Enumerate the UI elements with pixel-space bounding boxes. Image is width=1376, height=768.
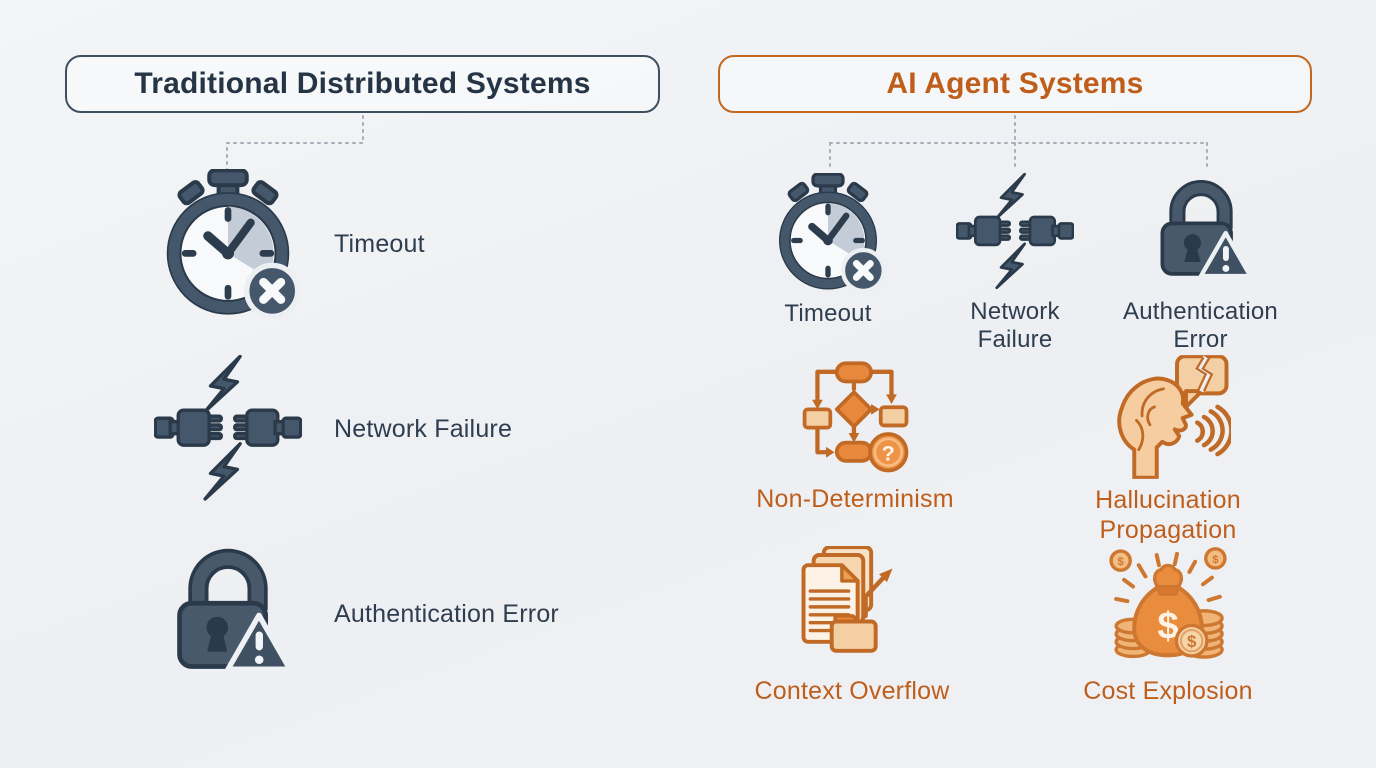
item-label: Timeout — [784, 300, 872, 327]
stopwatch-error-icon — [768, 173, 888, 293]
item-label: Hallucination Propagation — [1095, 486, 1241, 544]
item-label: Network Failure — [970, 298, 1060, 354]
item-label: Network Failure — [334, 414, 513, 443]
right-item-authentication-error: Authentication Error — [1108, 173, 1293, 355]
speaking-head-broken-bubble-icon — [1105, 355, 1231, 479]
right-item-context-overflow: Context Overflow — [727, 546, 977, 707]
item-label: Context Overflow — [754, 677, 950, 705]
right-item-timeout: Timeout — [753, 173, 903, 328]
left-item-authentication-error: Authentication Error — [152, 538, 672, 690]
broken-connection-icon — [956, 173, 1074, 291]
item-label: Timeout — [334, 229, 425, 258]
documents-folder-arrow-icon — [790, 546, 914, 670]
right-panel-title: AI Agent Systems — [886, 67, 1144, 100]
left-item-timeout: Timeout — [152, 168, 672, 320]
left-panel-header: Traditional Distributed Systems — [65, 55, 660, 113]
flowchart-question-icon — [796, 360, 914, 478]
right-item-network-failure: Network Failure — [940, 173, 1090, 355]
right-panel-header: AI Agent Systems — [718, 55, 1312, 113]
left-item-network-failure: Network Failure — [152, 353, 672, 505]
item-label: Non-Determinism — [756, 485, 954, 513]
left-panel-title: Traditional Distributed Systems — [134, 67, 591, 100]
item-label: Authentication Error — [1123, 298, 1278, 354]
stopwatch-error-icon — [152, 168, 304, 320]
broken-connection-icon — [152, 353, 304, 505]
lock-warning-icon — [152, 538, 304, 690]
item-label: Authentication Error — [334, 599, 559, 628]
lock-warning-icon — [1142, 173, 1260, 291]
money-bag-coins-icon — [1106, 546, 1230, 670]
item-label: Cost Explosion — [1083, 677, 1253, 705]
right-item-hallucination-propagation: Hallucination Propagation — [1043, 355, 1293, 545]
right-item-non-determinism: Non-Determinism — [730, 360, 980, 515]
right-item-cost-explosion: Cost Explosion — [1043, 546, 1293, 707]
